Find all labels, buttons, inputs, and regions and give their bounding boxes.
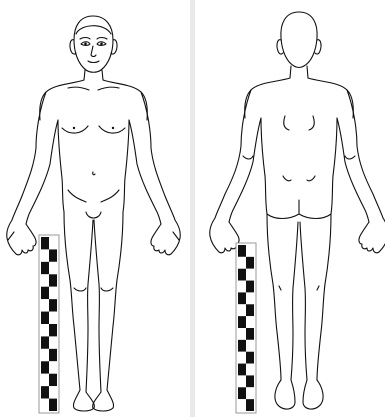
scale-segment <box>49 374 57 386</box>
scale-segment <box>41 399 49 411</box>
scale-segment <box>238 292 246 304</box>
scale-segment <box>49 287 57 299</box>
scale-segment <box>238 316 246 328</box>
front-head-outline <box>74 16 113 72</box>
scale-segment <box>49 249 57 261</box>
scale-segment <box>49 237 57 249</box>
scale-segment <box>246 328 254 340</box>
back-left-foot <box>275 380 295 409</box>
scale-segment <box>41 374 49 386</box>
scale-segment <box>246 316 254 328</box>
scale-segment <box>238 340 246 352</box>
front-left-hand <box>7 220 36 255</box>
back-right-hand <box>359 218 385 253</box>
scale-segment <box>238 352 246 364</box>
front-view-panel <box>0 0 190 417</box>
back-body-figure <box>195 0 385 417</box>
scale-segment <box>49 349 57 361</box>
scale-segment <box>246 292 254 304</box>
front-left-arm <box>12 92 58 224</box>
scale-segment <box>41 299 49 311</box>
scale-segment <box>49 299 57 311</box>
back-right-leg <box>300 214 331 380</box>
scale-segment <box>41 249 49 261</box>
scale-segment <box>246 364 254 376</box>
scale-segment <box>49 324 57 336</box>
scale-segment <box>238 245 246 257</box>
scale-segment <box>49 274 57 286</box>
back-view-panel <box>195 0 385 417</box>
front-right-leg <box>94 212 123 392</box>
back-right-arm <box>337 90 383 222</box>
scale-segment <box>246 399 254 411</box>
front-mouth <box>88 61 99 63</box>
scale-segment <box>41 324 49 336</box>
front-chest-line <box>62 126 88 133</box>
scale-segment <box>246 269 254 281</box>
scale-segment <box>238 399 246 411</box>
scale-segment <box>238 387 246 399</box>
scale-segment <box>49 399 57 411</box>
back-scale-bar <box>235 242 257 414</box>
back-scapula-left <box>284 116 289 130</box>
scale-segment <box>41 349 49 361</box>
front-body-figure <box>0 0 190 417</box>
scale-segment <box>246 304 254 316</box>
scale-segment <box>238 375 246 387</box>
scale-segment <box>238 281 246 293</box>
front-torso-outline <box>40 80 148 120</box>
scale-segment <box>238 328 246 340</box>
back-head-outline <box>281 12 317 68</box>
scale-segment <box>246 245 254 257</box>
back-left-leg <box>267 214 298 380</box>
scale-segment <box>41 361 49 373</box>
scale-segment <box>41 274 49 286</box>
scale-segment <box>246 375 254 387</box>
scale-segment <box>246 281 254 293</box>
back-torso-outline <box>245 78 354 118</box>
front-scale-bar <box>38 234 60 414</box>
front-nose <box>91 46 96 57</box>
scale-segment <box>238 304 246 316</box>
scale-segment <box>49 361 57 373</box>
scale-segment <box>246 387 254 399</box>
scale-segment <box>246 340 254 352</box>
back-buttocks <box>267 200 331 219</box>
scale-segment <box>41 287 49 299</box>
scale-segment <box>49 312 57 324</box>
scale-segment <box>238 257 246 269</box>
back-left-arm <box>215 90 261 222</box>
scale-segment <box>246 352 254 364</box>
scale-segment <box>41 262 49 274</box>
front-right-foot <box>93 390 114 411</box>
front-left-leg <box>64 212 93 392</box>
front-right-hand <box>151 220 180 255</box>
scale-segment <box>41 336 49 348</box>
scale-segment <box>41 386 49 398</box>
scale-segment <box>49 336 57 348</box>
front-hairline <box>76 26 111 34</box>
scale-segment <box>246 257 254 269</box>
scale-segment <box>49 262 57 274</box>
back-right-foot <box>303 380 323 409</box>
back-scapula-right <box>309 116 314 130</box>
scale-segment <box>49 386 57 398</box>
front-left-foot <box>73 390 94 411</box>
scale-segment <box>238 269 246 281</box>
scale-segment <box>238 364 246 376</box>
scale-segment <box>41 237 49 249</box>
front-right-arm <box>129 92 175 224</box>
scale-segment <box>41 312 49 324</box>
